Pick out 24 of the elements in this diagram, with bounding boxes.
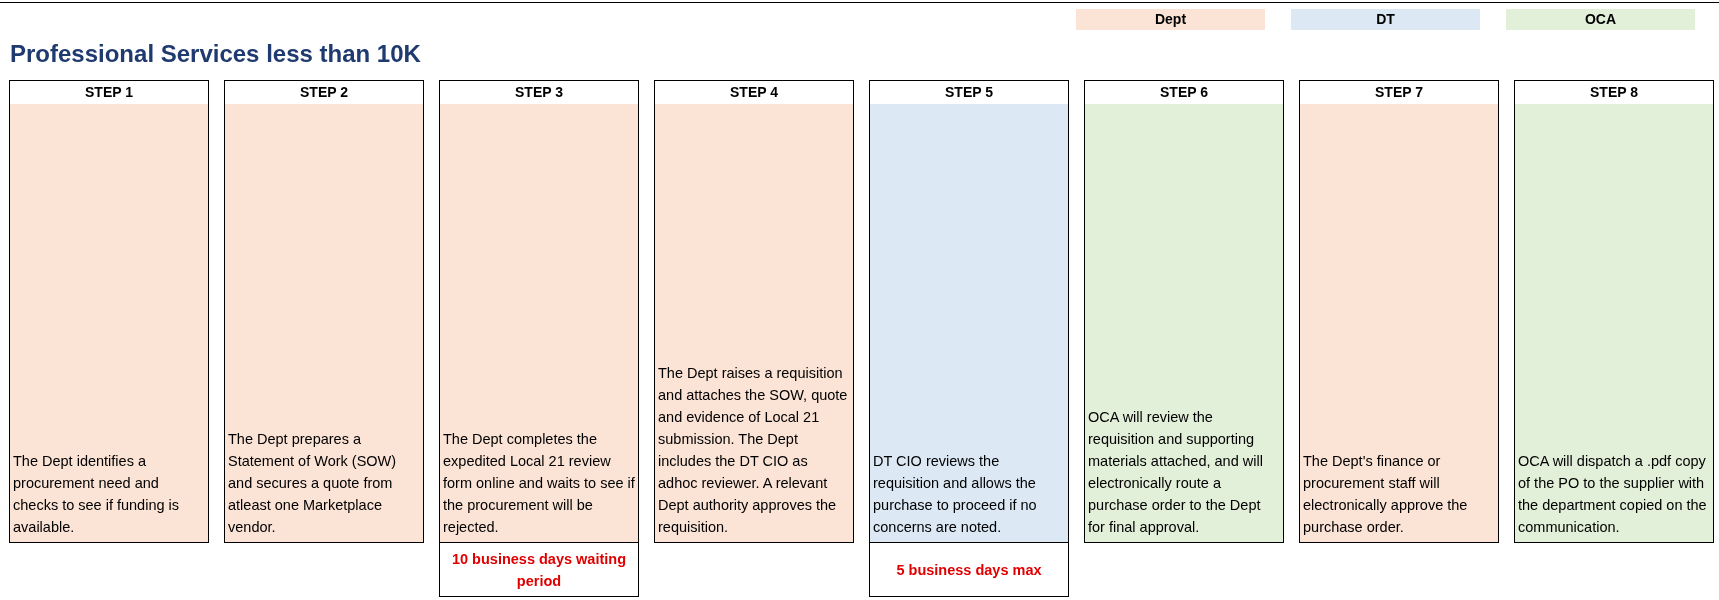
timing-box [439,543,639,597]
timing-box [869,543,1069,597]
step-description: The Dept identifies a procurement need and checks to see if funding is available. [12,452,181,537]
step-description: The Dept's finance or procurement staff will electronically approve the purchase order. [1302,452,1469,537]
legend-swatch: OCA [1506,9,1695,30]
step-header: STEP 3 [439,80,639,105]
legend-swatch: DT [1291,9,1480,30]
timing-note: 10 business days waiting period [450,549,628,591]
step-header: STEP 8 [1514,80,1714,105]
step-description: OCA will dispatch a .pdf copy of the PO to the supplier with the department copied on the communication. [1517,452,1708,537]
step-header: STEP 7 [1299,80,1499,105]
diagram-title: Professional Services less than 10K [10,40,421,68]
step-header: STEP 5 [869,80,1069,105]
step-description: The Dept raises a requisition and attaches the SOW, quote and evidence of Local 21 submission. The Dept includes the DT CIO as adhoc reviewer. A relevant Dept authority approves the requisition. [657,364,849,537]
step-description: OCA will review the requisition and supporting materials attached, and will electronically route a purchase order to the Dept for final approval. [1087,408,1264,537]
legend-swatch: Dept [1076,9,1265,30]
step-header: STEP 4 [654,80,854,105]
step-description: DT CIO reviews the requisition and allows the purchase to proceed if no concerns are noted. [872,452,1038,537]
step-header: STEP 6 [1084,80,1284,105]
timing-note: 5 business days max [896,560,1042,580]
step-header: STEP 2 [224,80,424,105]
step-description: The Dept completes the expedited Local 21 review form online and waits to see if the procurement will be rejected. [442,430,636,537]
step-description: The Dept prepares a Statement of Work (SOW) and secures a quote from atleast one Marketplace vendor. [227,430,398,537]
step-header: STEP 1 [9,80,209,105]
